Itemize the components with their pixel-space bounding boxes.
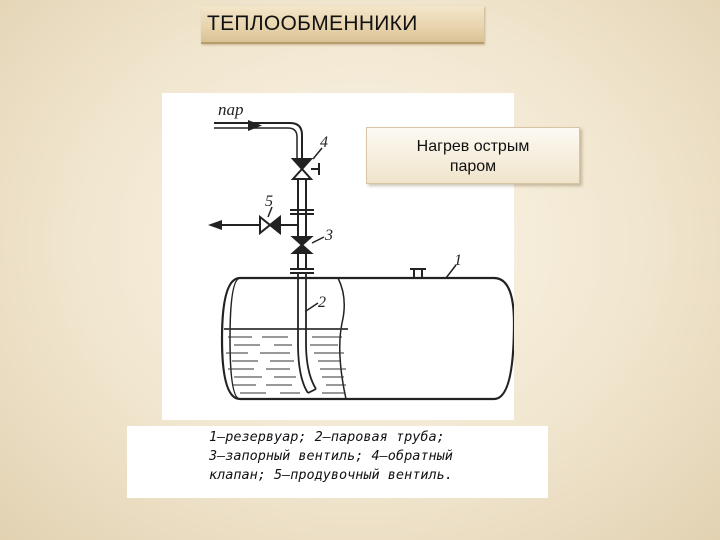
caption-line-2: 3—запорный вентиль; 4—обратный xyxy=(209,448,453,464)
tank-fitting xyxy=(410,268,426,278)
label-3-leader xyxy=(311,236,325,244)
reservoir-tank xyxy=(220,276,514,401)
label-4-leader xyxy=(312,147,323,160)
label-5-leader xyxy=(267,206,273,218)
page-title: ТЕПЛООБМЕННИКИ xyxy=(207,12,418,35)
caption-line-1: 1—резервуар; 2—паровая труба; xyxy=(209,429,445,445)
liquid-level xyxy=(224,328,348,394)
callout-box: Нагрев острым паром xyxy=(366,127,580,184)
callout-line-2: паром xyxy=(449,158,497,175)
callout-line-1: Нагрев острым xyxy=(416,138,530,155)
blowdown-valve-5 xyxy=(259,214,281,236)
label-3: 3 xyxy=(324,227,333,244)
label-1-leader xyxy=(445,264,457,279)
cutaway-line xyxy=(337,277,347,400)
check-valve-4 xyxy=(290,158,320,180)
label-5: 5 xyxy=(265,193,273,210)
label-4: 4 xyxy=(320,134,328,151)
blowdown-arrow-icon xyxy=(208,220,222,230)
steam-arrow-icon xyxy=(248,120,262,131)
steam-inlet-pipe xyxy=(214,122,303,159)
label-2: 2 xyxy=(318,294,326,311)
title-banner: ТЕПЛООБМЕННИКИ xyxy=(201,6,484,44)
label-2-leader xyxy=(305,302,319,312)
label-1: 1 xyxy=(454,252,462,269)
caption-line-3: клапан; 5—продувочный вентиль. xyxy=(209,467,453,483)
steam-heating-diagram: пар 4 5 xyxy=(208,100,514,401)
pipe-to-tank xyxy=(290,253,314,274)
caption-panel: 1—резервуар; 2—паровая труба; 3—запорный… xyxy=(127,426,548,498)
vertical-steam-pipe xyxy=(290,179,314,237)
steam-label: пар xyxy=(218,100,244,119)
shutoff-valve-3 xyxy=(290,236,314,254)
steam-pipe-2 xyxy=(297,273,317,394)
